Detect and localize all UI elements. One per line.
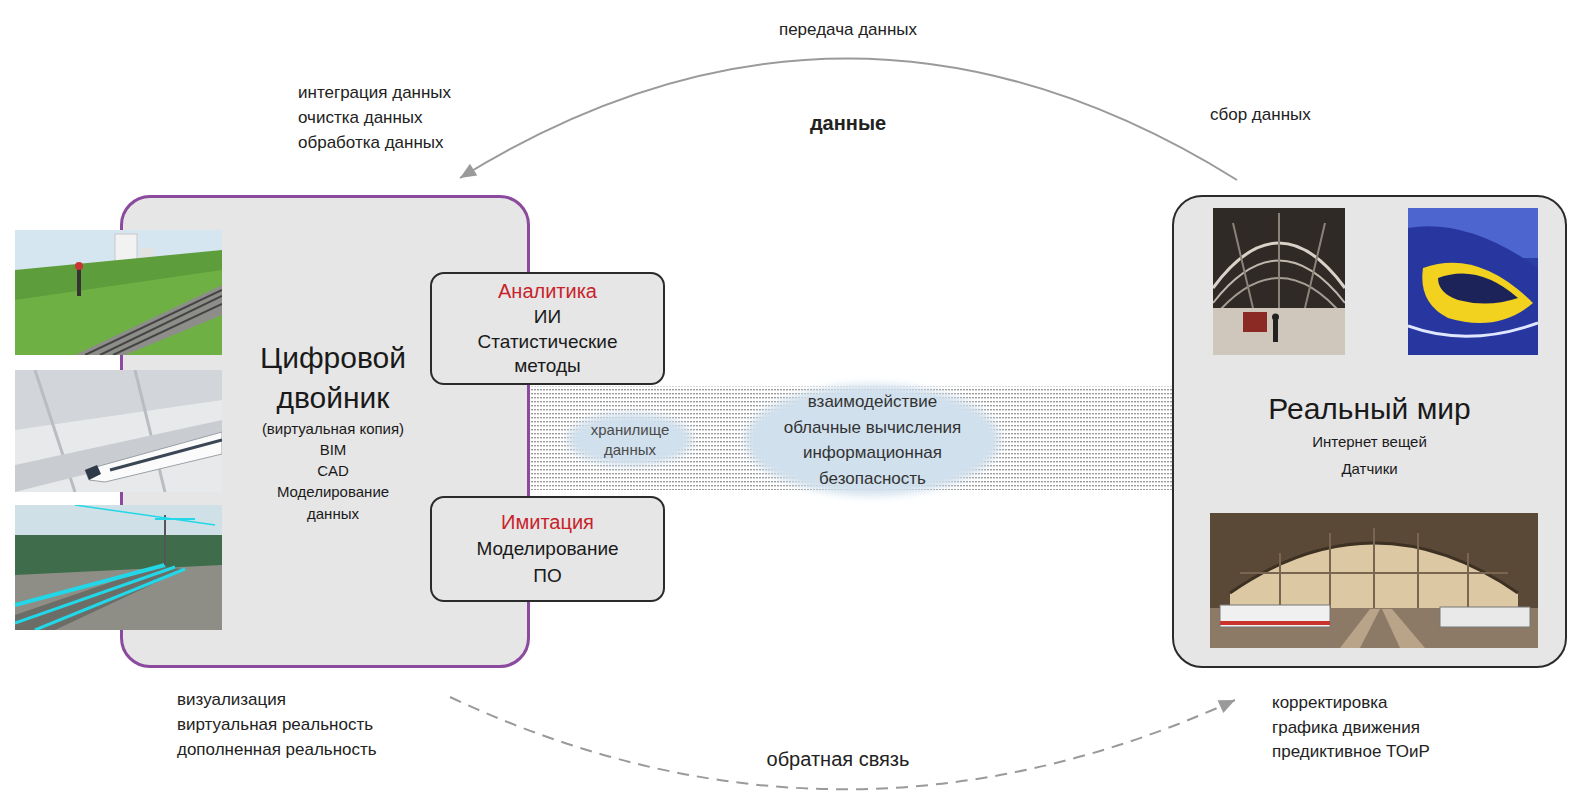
- node-title: Имитация: [435, 509, 660, 536]
- node-text: ПО: [435, 563, 660, 590]
- node-text: Датчики: [1174, 455, 1565, 482]
- train-nose-photo: [1408, 208, 1538, 355]
- arrowhead: [1218, 700, 1235, 713]
- node-title: Реальный мир: [1174, 390, 1565, 428]
- connector: [460, 58, 1237, 180]
- simulation-box: ИмитацияМоделированиеПО: [430, 496, 665, 602]
- node-text: Статистические методы: [458, 330, 638, 379]
- node-content: Реальный мирИнтернет вещейДатчики: [1174, 390, 1565, 482]
- digital-twin-box: Цифровой двойник(виртуальная копия)BIMCA…: [120, 195, 530, 668]
- annotation-text: визуализация: [177, 690, 286, 710]
- node-text: CAD: [228, 460, 438, 481]
- node-text: (виртуальная копия): [228, 418, 438, 439]
- annotation-text: сбор данных: [1210, 105, 1311, 125]
- annotation-text: интеграция данных: [298, 83, 451, 103]
- annotation-text: очистка данных: [298, 108, 423, 128]
- node-text: Моделирование: [435, 536, 660, 563]
- data-heading: данные: [810, 113, 886, 133]
- node-title: Цифровой двойник: [233, 338, 433, 418]
- storage-cloud: хранилище данных: [565, 411, 695, 468]
- node-content: хранилище данных: [569, 420, 691, 459]
- annotation-text: виртуальная реальность: [177, 715, 373, 735]
- station-hall-photo: [1210, 513, 1538, 648]
- node-text: ИИ: [435, 305, 660, 330]
- annotation-text: обработка данных: [298, 133, 444, 153]
- edge-label: обратная связь: [763, 747, 914, 771]
- services-cloud: взаимодействиеоблачные вычисленияинформа…: [740, 380, 1005, 500]
- arrowhead: [460, 164, 477, 178]
- node-text: информационная безопасность: [778, 440, 968, 491]
- node-title: Аналитика: [435, 278, 660, 305]
- model-photo: [15, 505, 222, 630]
- node-content: ИмитацияМоделированиеПО: [435, 509, 660, 589]
- node-text: взаимодействие: [773, 389, 973, 415]
- annotation-text: предиктивное ТОиР: [1272, 742, 1430, 762]
- real-world-box: Реальный мирИнтернет вещейДатчики: [1172, 195, 1567, 668]
- node-content: взаимодействиеоблачные вычисленияинформа…: [744, 389, 1001, 491]
- train-photo: [15, 370, 222, 492]
- node-text: Интернет вещей: [1174, 428, 1565, 455]
- edge-label: передача данных: [775, 20, 921, 40]
- node-text: хранилище данных: [575, 420, 685, 459]
- annotation-text: графика движения: [1272, 718, 1420, 738]
- annotation-text: дополненная реальность: [177, 740, 377, 760]
- connector: [450, 697, 1235, 789]
- station-photo: [1213, 208, 1345, 355]
- cloud-ellipse: [568, 413, 693, 465]
- node-text: BIM: [228, 439, 438, 460]
- railway-photo: [15, 230, 222, 355]
- annotation-text: корректировка: [1272, 693, 1388, 713]
- node-content: Цифровой двойник(виртуальная копия)BIMCA…: [228, 338, 438, 525]
- node-content: АналитикаИИСтатистические методы: [435, 278, 660, 379]
- analytics-box: АналитикаИИСтатистические методы: [430, 272, 665, 385]
- node-text: облачные вычисления: [773, 415, 973, 441]
- node-text: Моделирование данных: [258, 481, 408, 525]
- cloud-ellipse: [745, 385, 999, 495]
- cloud-shape: [565, 411, 695, 468]
